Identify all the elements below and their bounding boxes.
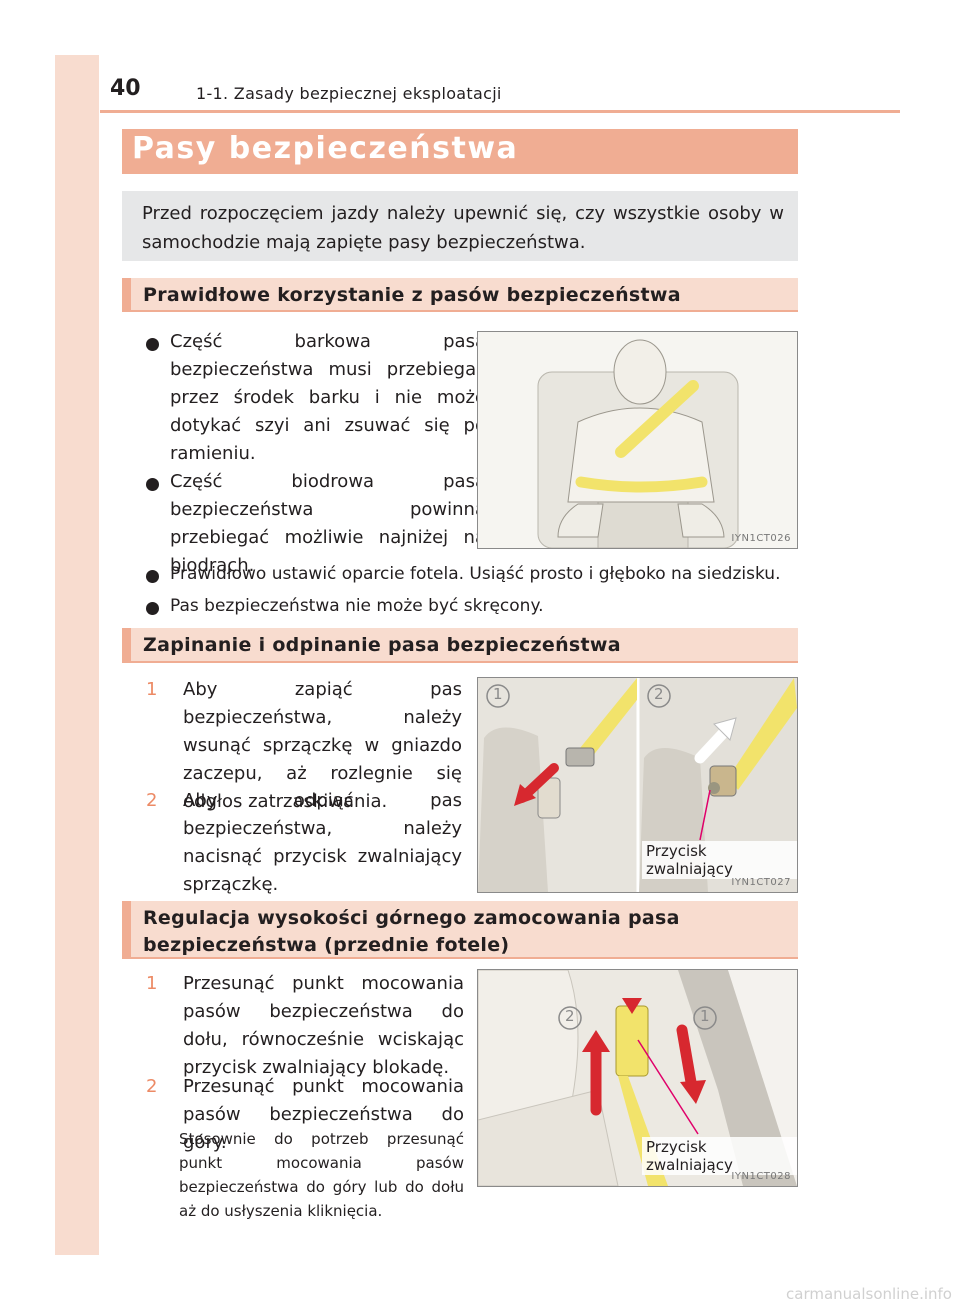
section-heading-height-adjust: Regulacja wysokości górnego zamocowania … — [122, 901, 798, 959]
step-text: Przesunąć punkt mocowania pasów bezpiecz… — [183, 973, 464, 1078]
figure-code: IYN1CT027 — [731, 877, 791, 888]
release-button-label: Przycisk zwalniający — [642, 1137, 797, 1175]
bullet-icon — [146, 478, 159, 491]
anchor-adjust-illustration — [478, 970, 797, 1186]
bullet-text: Prawidłowo ustawić oparcie fotela. Usiąś… — [170, 564, 781, 584]
step-number: 2 — [146, 790, 158, 811]
intro-box: Przed rozpoczęciem jazdy należy upewnić … — [122, 191, 798, 261]
bullet-item: Prawidłowo ustawić oparcie fotela. Usiąś… — [146, 560, 830, 588]
step-item: 2 Aby odpiąć pas bezpieczeństwa, należy … — [146, 787, 462, 899]
callout-1: 1 — [493, 685, 503, 703]
bullet-icon — [146, 570, 159, 583]
bullet-item: Pas bezpieczeństwa nie może być skręcony… — [146, 592, 820, 620]
note-text: Stosownie do potrzeb przesunąć punkt moc… — [179, 1130, 464, 1220]
bullet-text: Część barkowa pasa bezpieczeństwa musi p… — [170, 331, 486, 464]
callout-2: 2 — [565, 1007, 575, 1025]
figure-anchor-adjust: 2 1 Przycisk zwalniający IYN1CT028 — [477, 969, 798, 1187]
step-text: Aby zapiąć pas bezpieczeństwa, należy ws… — [183, 679, 462, 812]
step-text: Przesunąć punkt mocowania pasów bezpiecz… — [183, 1076, 464, 1153]
callout-2: 2 — [654, 685, 664, 703]
side-band — [55, 55, 99, 1255]
figure-code: IYN1CT028 — [731, 1171, 791, 1182]
section-heading-fastening: Zapinanie i odpinanie pasa bezpieczeństw… — [122, 628, 798, 663]
watermark: carmanualsonline.info — [786, 1285, 952, 1303]
step-item: 1 Aby zapiąć pas bezpieczeństwa, należy … — [146, 676, 462, 816]
release-button-label: Przycisk zwalniający — [642, 841, 797, 879]
figure-seated-person: IYN1CT026 — [477, 331, 798, 549]
callout-1: 1 — [700, 1007, 710, 1025]
step-number: 2 — [146, 1076, 158, 1097]
figure-buckle: 1 2 Przycisk zwalniający IYN1CT027 — [477, 677, 798, 893]
bullet-text: Pas bezpieczeństwa nie może być skręcony… — [170, 596, 544, 616]
figure-code: IYN1CT026 — [731, 533, 791, 544]
bullet-icon — [146, 602, 159, 615]
bullet-icon — [146, 338, 159, 351]
step-item: 2 Przesunąć punkt mocowania pasów bezpie… — [146, 1073, 464, 1157]
seated-person-illustration — [537, 339, 739, 548]
page-title: Pasy bezpieczeństwa — [132, 131, 519, 166]
chapter-header: 1-1. Zasady bezpiecznej eksploatacji — [196, 84, 502, 103]
step-number: 1 — [146, 973, 158, 994]
bullet-item: Część biodrowa pasa bezpieczeństwa powin… — [146, 468, 486, 580]
step-text: Aby odpiąć pas bezpieczeństwa, należy na… — [183, 790, 462, 895]
bullet-text: Część biodrowa pasa bezpieczeństwa powin… — [170, 471, 486, 576]
step-item: 1 Przesunąć punkt mocowania pasów bezpie… — [146, 970, 464, 1082]
page-number: 40 — [110, 76, 141, 101]
header-rule — [100, 110, 900, 113]
step-number: 1 — [146, 679, 158, 700]
title-bar: Pasy bezpieczeństwa — [122, 129, 798, 174]
section-heading-usage: Prawidłowe korzystanie z pasów bezpiecze… — [122, 278, 798, 312]
bullet-item: Część barkowa pasa bezpieczeństwa musi p… — [146, 328, 486, 468]
